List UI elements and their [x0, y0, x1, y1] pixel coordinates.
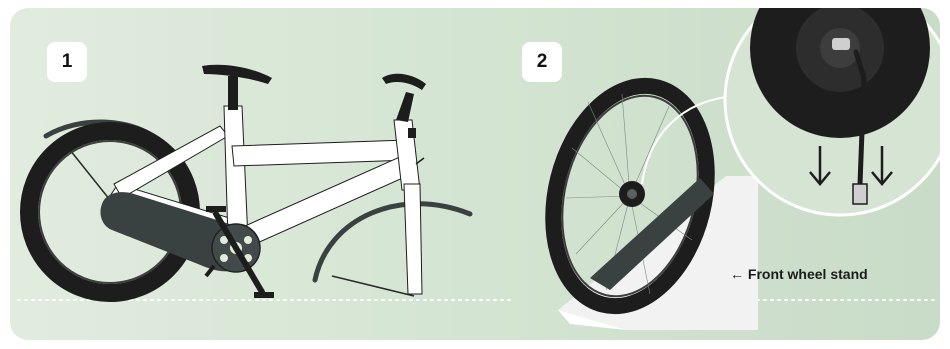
seat-tube	[224, 106, 248, 240]
cable-connector	[853, 184, 867, 204]
fork	[404, 184, 422, 294]
fender-strut	[332, 276, 414, 296]
step-1-badge: 1	[47, 42, 87, 82]
top-tube	[232, 140, 410, 166]
seat-post	[228, 76, 238, 110]
chainring-hole	[220, 254, 228, 262]
hub-axle	[627, 189, 637, 199]
handlebar-assembly	[382, 74, 426, 122]
pedal-lower	[254, 292, 274, 298]
axle-nut	[832, 38, 850, 50]
chainring-hole	[244, 236, 252, 244]
step-2-badge: 2	[522, 42, 562, 82]
brake-cable	[416, 158, 424, 164]
bike-illustration	[29, 65, 470, 298]
saddle-assembly	[202, 65, 272, 110]
stem	[396, 92, 414, 122]
pedal-upper	[206, 206, 226, 212]
head-badge	[408, 128, 416, 138]
front-wheel-stand-label: ← Front wheel stand	[730, 266, 868, 282]
instruction-panel: 1 2 ← Front wheel stand	[10, 8, 940, 340]
down-tube	[236, 156, 416, 248]
illustration-canvas	[10, 8, 940, 340]
handlebar	[382, 74, 426, 90]
front-fender	[315, 204, 470, 280]
